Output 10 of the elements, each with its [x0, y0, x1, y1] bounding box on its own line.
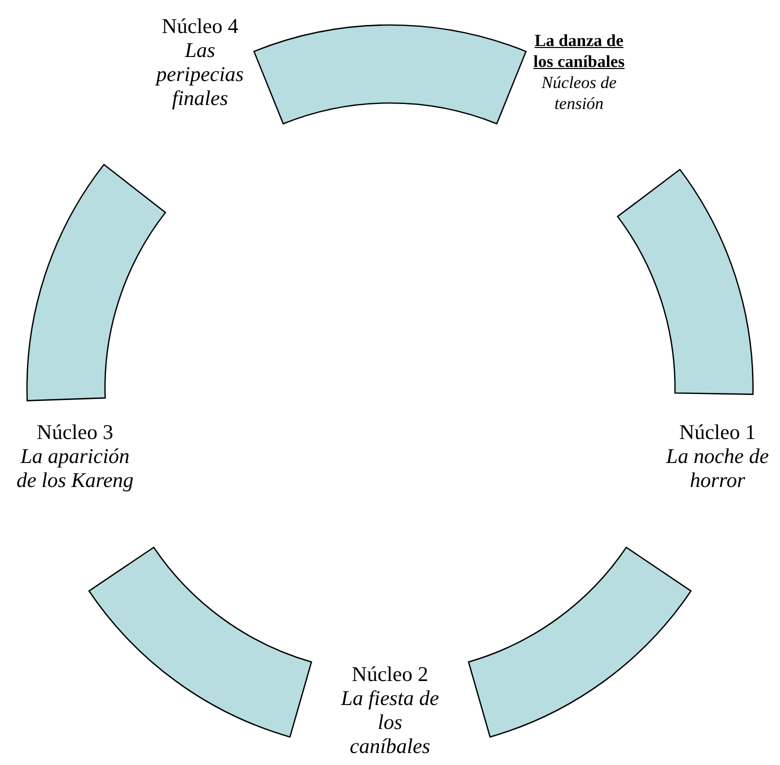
- section-heading: Núcleo 2: [350, 662, 430, 686]
- section-subtitle: La noche de horror: [665, 444, 770, 492]
- section-subtitle: Núcleos de tensión: [540, 72, 618, 114]
- section-heading: Núcleo 3: [36, 420, 114, 444]
- section-subtitle: Las peripecias finales: [154, 38, 245, 110]
- section-subtitle: La fiesta de los caníbales: [340, 686, 440, 758]
- section-heading: Núcleo 1: [678, 420, 757, 444]
- section-subtitle: La aparición de los Kareng: [15, 444, 135, 492]
- diagram-title: La danza de los caníbales: [532, 30, 626, 72]
- section-heading: Núcleo 4: [160, 14, 240, 38]
